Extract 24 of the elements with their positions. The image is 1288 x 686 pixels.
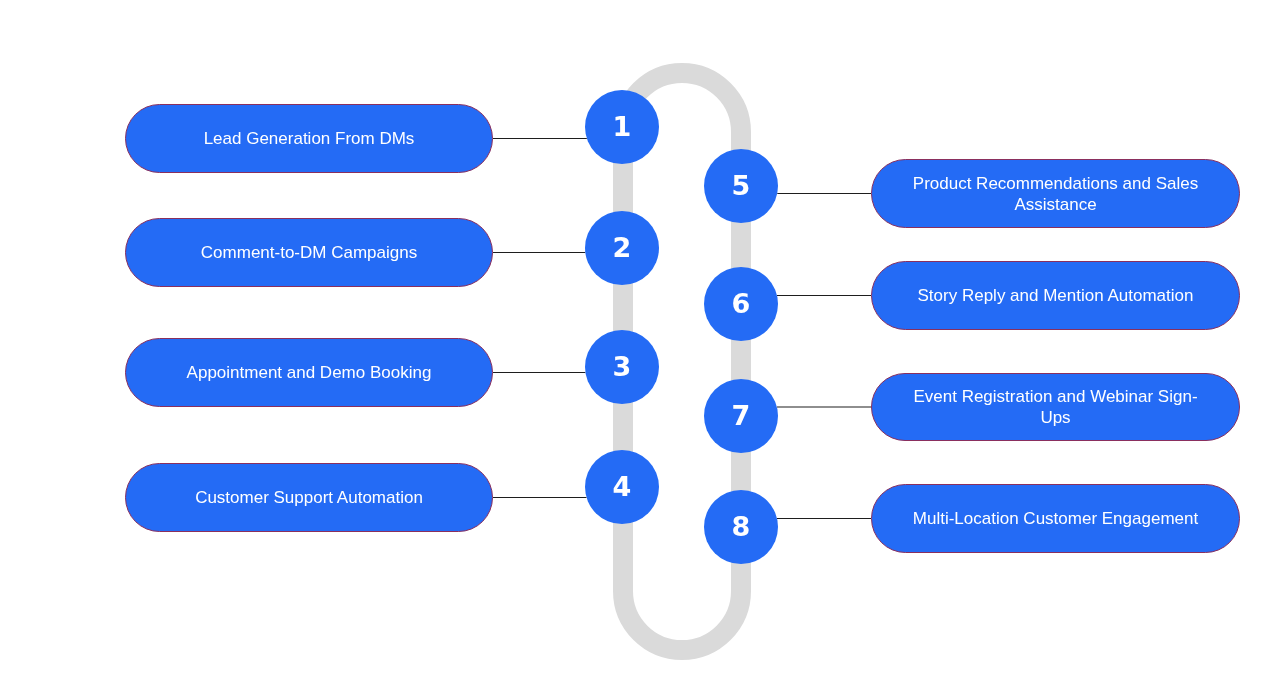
connector-line — [776, 294, 872, 297]
feature-label: Product Recommendations and Sales Assistance — [911, 172, 1200, 215]
connector-line — [492, 496, 588, 499]
feature-label: Story Reply and Mention Automation — [917, 285, 1194, 306]
step-number: 8 — [731, 512, 751, 542]
connector-line — [776, 517, 872, 520]
connector-line — [776, 192, 872, 195]
step-number: 1 — [612, 112, 632, 142]
connector-line — [492, 371, 586, 374]
step-number: 5 — [731, 171, 751, 201]
feature-label: Multi-Location Customer Engagement — [912, 508, 1199, 529]
step-number: 3 — [612, 352, 632, 382]
step-number: 2 — [612, 233, 632, 263]
feature-label: Comment-to-DM Campaigns — [200, 242, 418, 263]
connector-line — [492, 251, 586, 254]
step-number: 6 — [731, 289, 751, 319]
feature-label: Lead Generation From DMs — [203, 128, 415, 149]
feature-label: Event Registration and Webinar Sign-Ups — [912, 386, 1199, 428]
feature-label: Appointment and Demo Booking — [186, 362, 432, 383]
feature-label: Customer Support Automation — [195, 487, 423, 508]
connector-line — [776, 406, 872, 408]
step-number: 4 — [612, 472, 632, 502]
step-number: 7 — [731, 401, 751, 431]
connector-line — [492, 137, 588, 140]
